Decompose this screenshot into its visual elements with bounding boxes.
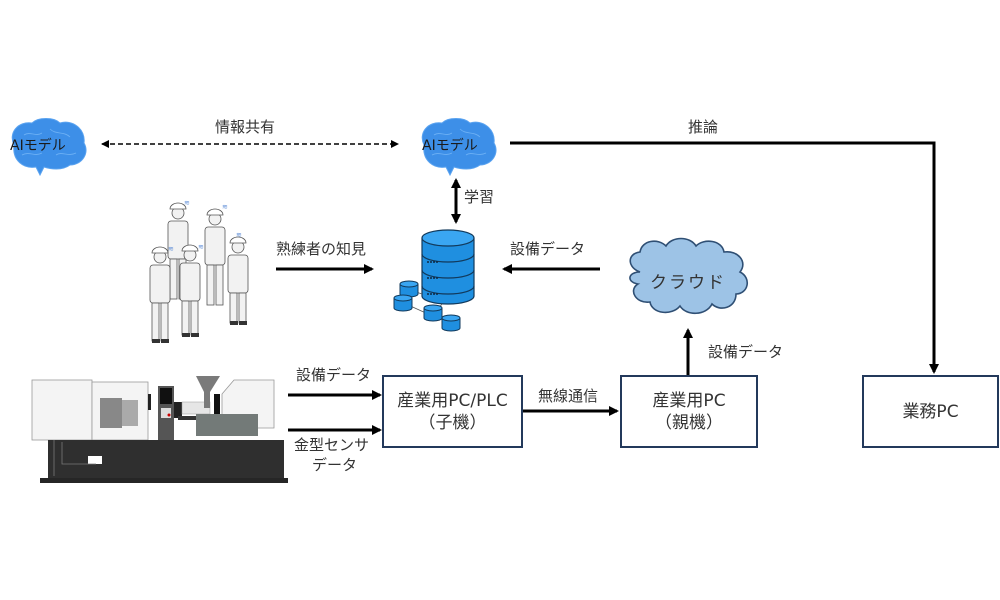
ai-model-left[interactable]: AIモデル	[4, 115, 90, 180]
expert-knowledge-label: 熟練者の知見	[276, 240, 367, 258]
svg-text:≋: ≋	[168, 245, 174, 253]
parent-pc-line1: 産業用PC	[652, 390, 726, 411]
wireless-label: 無線通信	[538, 387, 599, 405]
cloud-label: クラウド	[650, 273, 726, 293]
injection-molding-machine-icon	[31, 376, 288, 483]
child-pc-box[interactable]: 産業用PC/PLC （子機）	[382, 375, 523, 448]
learning-label: 学習	[464, 188, 495, 206]
parent-equipment-data-label: 設備データ	[708, 343, 784, 361]
inference-label: 推論	[688, 118, 719, 136]
parent-pc-line2: （親機）	[655, 412, 723, 433]
cloud-icon	[629, 237, 748, 315]
inference-arrow	[510, 141, 939, 374]
child-pc-line2: （子機）	[418, 412, 487, 433]
business-pc-label: 業務PC	[902, 401, 959, 422]
child-pc-line1: 産業用PC/PLC	[397, 390, 508, 411]
brain-icon	[421, 118, 497, 177]
svg-text:≋: ≋	[236, 231, 242, 239]
ai-model-right-label: AIモデル	[422, 138, 478, 154]
svg-text:≋: ≋	[184, 199, 190, 207]
cloud-equipment-data-label: 設備データ	[510, 240, 586, 258]
svg-text:≋: ≋	[198, 243, 204, 251]
business-pc-box[interactable]: 業務PC	[862, 375, 999, 448]
mold-sensor-data-label-2: データ	[312, 456, 358, 474]
ai-model-left-label: AIモデル	[10, 138, 66, 154]
svg-text:≋: ≋	[222, 203, 228, 211]
skilled-workers-icon: ≋ ≋ ≋ ≋ ≋	[149, 199, 249, 343]
machine-equipment-data-label: 設備データ	[296, 366, 372, 384]
info-share-label: 情報共有	[215, 118, 276, 136]
brain-icon	[11, 118, 87, 177]
mold-sensor-data-label-1: 金型センサ	[294, 436, 370, 454]
ai-model-right[interactable]: AIモデル	[414, 115, 500, 180]
cloud-node[interactable]: クラウド	[618, 232, 758, 328]
database-icon	[393, 229, 475, 332]
parent-pc-box[interactable]: 産業用PC （親機）	[620, 375, 758, 448]
